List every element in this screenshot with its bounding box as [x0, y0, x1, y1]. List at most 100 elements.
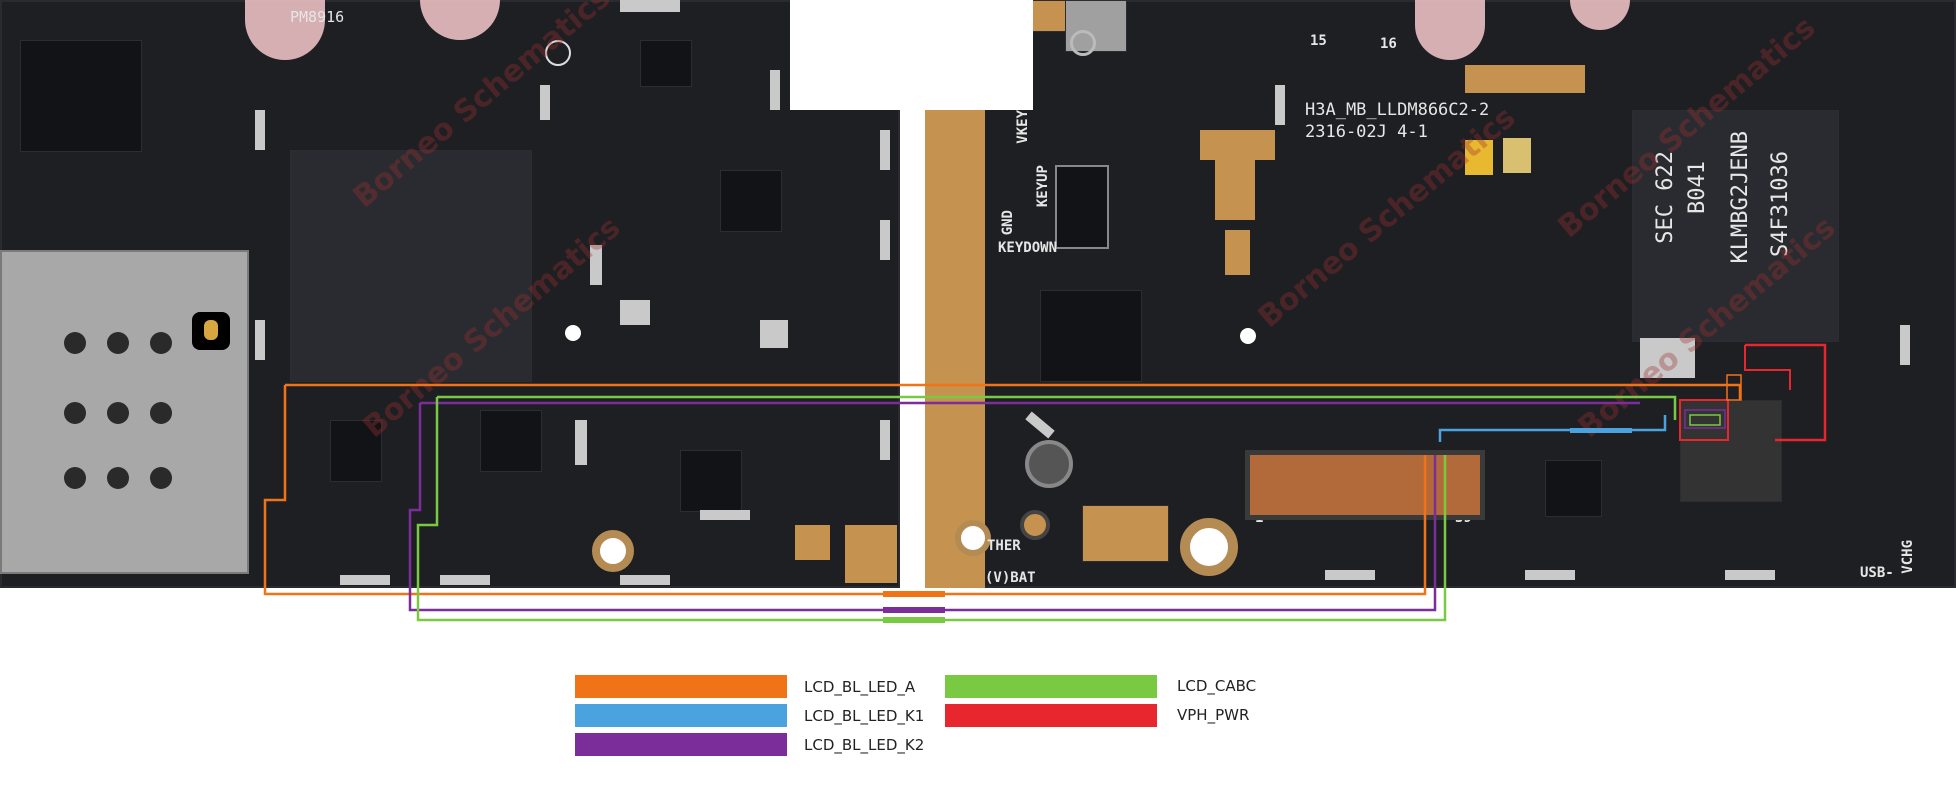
net-tag: [883, 607, 945, 613]
legend-label-lcd-bl-led-k1: LCD_BL_LED_K1: [804, 707, 925, 725]
gold-pad: [795, 525, 830, 560]
via-hole: [1020, 510, 1050, 540]
legend-label-vph-pwr: VPH_PWR: [1177, 706, 1250, 724]
legend-label-lcd-bl-led-k2: LCD_BL_LED_K2: [804, 736, 925, 754]
trace-lcd-bl-led-a: [263, 385, 1427, 596]
sim-hole: [64, 467, 86, 489]
ic-chip: [330, 420, 382, 482]
trace-vph-pwr: [1745, 343, 1827, 442]
gold-pad: [1200, 130, 1275, 160]
pad: [255, 110, 265, 150]
ic-chip: [1040, 290, 1142, 382]
screw-hole: [955, 520, 991, 556]
trace-lcd-bl-led-k2: [408, 403, 1437, 612]
pad: [700, 510, 750, 520]
sim-hole: [107, 467, 129, 489]
ther-label: THER: [987, 538, 1021, 554]
gold-pad: [1225, 230, 1250, 275]
ic-chip: [640, 40, 692, 87]
via-hole: [545, 40, 571, 66]
ic-chip: [720, 170, 782, 232]
screw-hole: [592, 530, 634, 572]
pad: [770, 70, 780, 110]
sim-hole: [107, 332, 129, 354]
legend-swatch-lcd-bl-led-a: [575, 675, 787, 698]
pad: [575, 420, 587, 465]
board-id: H3A_MB_LLDM866C2-2: [1305, 100, 1490, 120]
highlight-box: [1684, 409, 1726, 429]
trace-lcd-cabc: [416, 397, 1447, 622]
sim-hole: [64, 402, 86, 424]
pad: [1325, 570, 1375, 580]
emmc-chip: SEC 622 B041 KLMBG2JENB S4F31036: [1632, 110, 1839, 342]
highlight-box: [1679, 399, 1729, 441]
sim-hole: [150, 332, 172, 354]
ic-chip: [480, 410, 542, 472]
pin-15-label: 15: [1310, 33, 1327, 49]
pad: [620, 300, 650, 325]
pad: [590, 245, 602, 285]
sim-detect: [192, 312, 230, 350]
net-tag: [883, 591, 945, 597]
ic-chip: [20, 40, 142, 152]
gold-pad: [845, 525, 897, 583]
pad: [1900, 325, 1910, 365]
test-pad: [1465, 140, 1493, 175]
net-tag: [883, 617, 945, 623]
net-tag: [1570, 428, 1632, 433]
gold-pad: [1215, 160, 1255, 220]
keydown-label: KEYDOWN: [998, 240, 1058, 256]
trace-lcd-bl-led-k1: [1438, 415, 1667, 442]
usb-label: USB-: [1860, 565, 1894, 581]
legend-swatch-lcd-cabc: [945, 675, 1157, 698]
trace-vph-pwr: [1744, 345, 1791, 390]
pad: [255, 320, 265, 360]
pad: [760, 320, 788, 348]
trace-lcd-bl-led-a: [285, 383, 1742, 400]
legend-label-lcd-cabc: LCD_CABC: [1177, 677, 1257, 695]
battery-connector: [1082, 505, 1169, 562]
gold-pad: [1465, 65, 1585, 93]
screw-hole: [1180, 518, 1238, 576]
pad: [1525, 570, 1575, 580]
pad: [620, 0, 680, 12]
pad: [1725, 570, 1775, 580]
pin-16-label: 16: [1380, 36, 1397, 52]
via-hole: [1240, 328, 1256, 344]
legend-swatch-lcd-bl-led-k1: [575, 704, 787, 727]
legend-swatch-lcd-bl-led-k2: [575, 733, 787, 756]
sim-hole: [150, 467, 172, 489]
vbat-label: (V)BAT: [985, 570, 1036, 586]
pcb-board-left: Borneo Schematics Borneo Schematics PM89…: [0, 0, 900, 588]
shield-can: [290, 150, 532, 382]
legend-swatch-vph-pwr: [945, 704, 1157, 727]
sim-hole: [150, 402, 172, 424]
sim-tray: [0, 250, 249, 574]
date-code: 2316-02J 4-1: [1305, 122, 1428, 142]
pad: [620, 575, 670, 585]
pad: [880, 220, 890, 260]
key-connector: [1055, 165, 1109, 249]
pad: [1640, 338, 1695, 378]
via-hole: [565, 325, 581, 341]
watermark-blob: [1415, 0, 1485, 60]
sim-hole: [107, 402, 129, 424]
pad: [340, 575, 390, 585]
rf-connector: [1025, 440, 1073, 488]
pad: [1275, 85, 1285, 125]
pad: [440, 575, 490, 585]
trace-lcd-cabc: [437, 395, 1677, 420]
pad: [880, 130, 890, 170]
pad: [880, 420, 890, 460]
via-hole: [1070, 30, 1096, 56]
pad: [540, 85, 550, 120]
sim-hole: [64, 332, 86, 354]
gold-edge: [925, 110, 985, 588]
pmic-label: PM8916: [290, 8, 345, 26]
bga-chip: [1680, 400, 1782, 502]
highlight-box: [1726, 374, 1742, 401]
ic-chip: [1545, 460, 1602, 517]
highlight-box: [1689, 414, 1721, 426]
legend-label-lcd-bl-led-a: LCD_BL_LED_A: [804, 678, 916, 696]
